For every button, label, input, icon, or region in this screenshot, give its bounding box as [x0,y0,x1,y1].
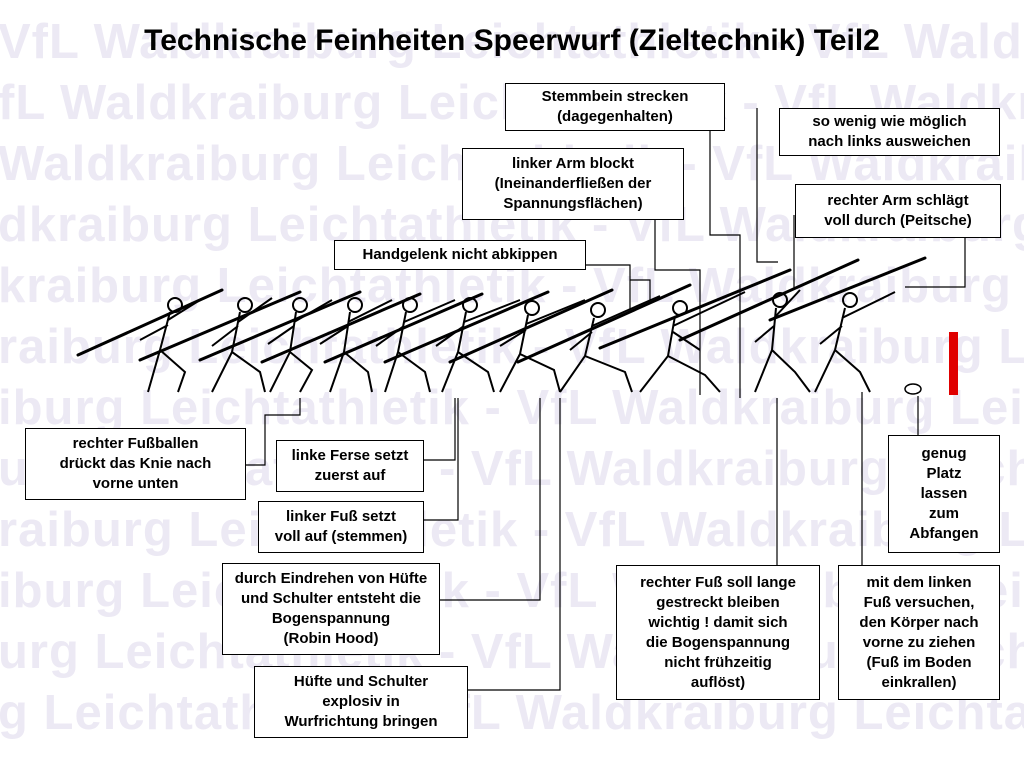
athlete-2 [211,297,273,393]
label-ferse: linke Ferse setzt zuerst auf [276,440,424,492]
athlete-3 [267,297,333,393]
label-stemmbein: Stemmbein strecken (dagegenhalten) [505,83,725,131]
label-rechter-fuss: rechter Fuß soll lange gestreckt bleiben… [616,565,820,700]
athlete-7 [499,299,586,393]
label-peitsche: rechter Arm schlägt voll durch (Peitsche… [795,184,1001,238]
athlete-10 [754,289,811,393]
athlete-11 [814,291,896,393]
label-ausweichen: so wenig wie möglich nach links ausweich… [779,108,1000,156]
athlete-6 [435,297,521,393]
athlete-4 [319,297,393,393]
label-linker-fuss: mit dem linken Fuß versuchen, den Körper… [838,565,1000,700]
javelins [76,256,927,364]
athlete-1 [139,297,201,393]
watermark-line: raiburg Leichtathletik - VfL Waldkraibur… [0,503,1024,557]
red-marker-bar [949,332,958,395]
watermark-line: VfL Waldkraiburg Leichtathletik - VfL Wa… [0,15,1024,69]
label-platz: genug Platz lassen zum Abfangen [888,435,1000,553]
athlete-8 [559,295,661,393]
connector-lines [245,108,966,691]
label-arm-blockt: linker Arm blockt (Ineinanderfließen der… [462,148,684,220]
label-robin-hood: durch Eindrehen von Hüfte und Schulter e… [222,563,440,655]
watermark-line: iburg Leichtathletik - VfL Waldkraiburg … [0,381,1024,435]
athletes [139,289,896,393]
label-handgelenk: Handgelenk nicht abkippen [334,240,586,270]
label-explosiv: Hüfte und Schulter explosiv in Wurfricht… [254,666,468,738]
athlete-9 [639,291,746,393]
label-fussballen: rechter Fußballen drückt das Knie nach v… [25,428,246,500]
athlete-5 [375,297,456,393]
landing-marker [904,383,922,395]
page-title: Technische Feinheiten Speerwurf (Zieltec… [144,24,880,57]
label-fuss-stemmen: linker Fuß setzt voll auf (stemmen) [258,501,424,553]
